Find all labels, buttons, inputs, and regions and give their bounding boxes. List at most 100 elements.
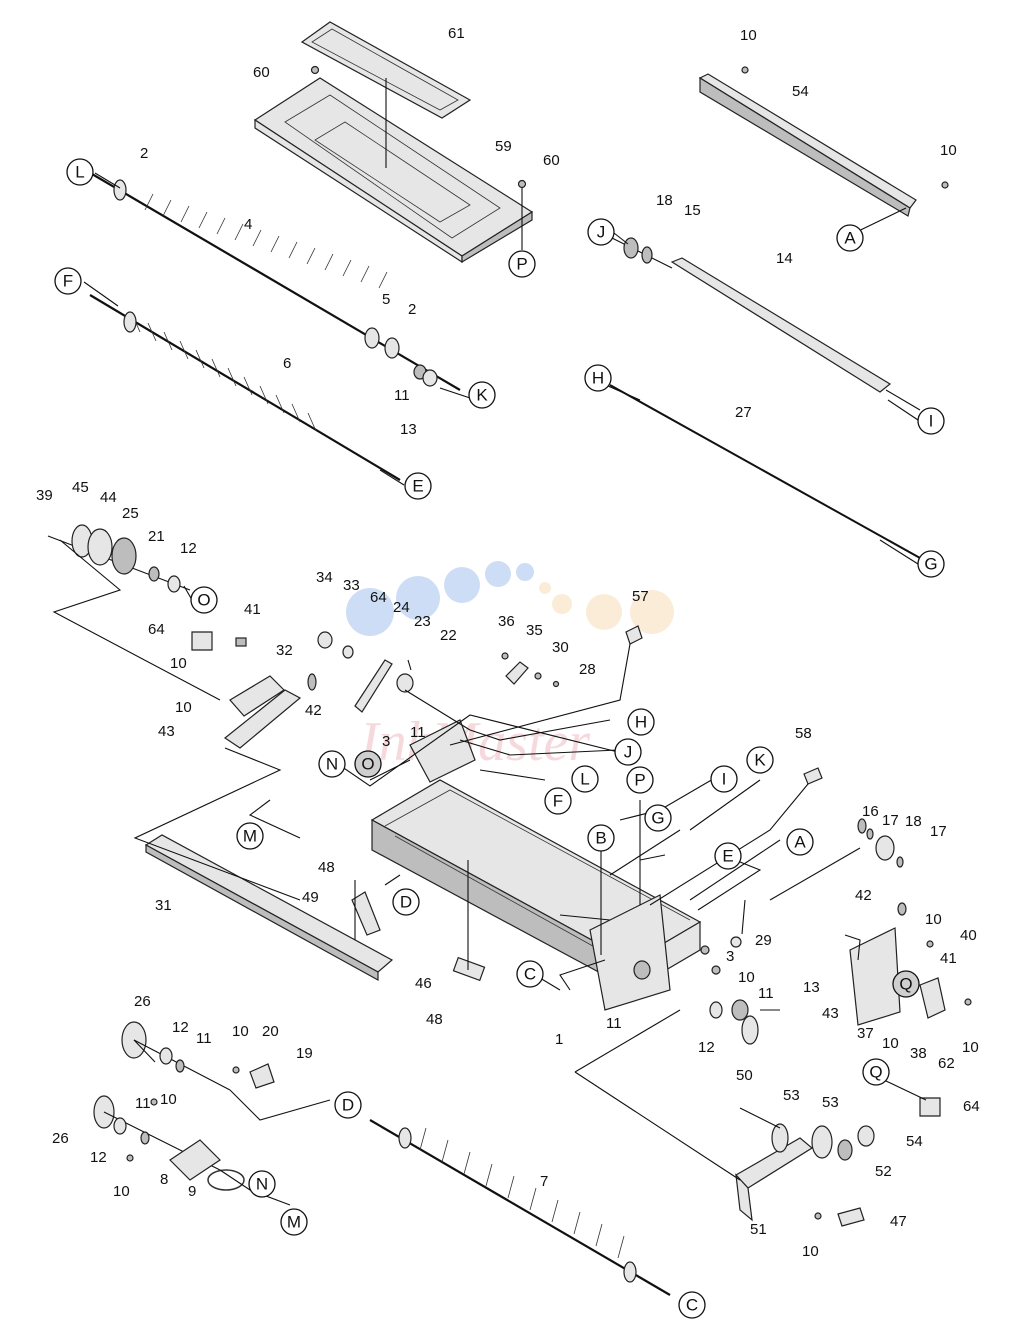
label-14: 14 <box>776 250 793 267</box>
label-27: 27 <box>735 404 752 421</box>
label-10-l1: 10 <box>170 655 187 672</box>
rail-56 <box>698 66 949 217</box>
svg-text:L: L <box>75 163 84 182</box>
label-57: 58 <box>795 725 812 742</box>
watermark-text: InkMaster <box>359 711 590 773</box>
callout-N-lower: N <box>248 1170 276 1198</box>
label-5: 5 <box>382 291 390 308</box>
label-13-b: 13 <box>803 979 820 996</box>
label-31: 31 <box>155 897 172 914</box>
label-19: 19 <box>296 1045 313 1062</box>
label-36: 36 <box>498 613 515 630</box>
label-41-left: 41 <box>244 601 261 618</box>
svg-text:N: N <box>256 1175 268 1194</box>
label-24: 24 <box>393 599 410 616</box>
svg-text:M: M <box>243 827 257 846</box>
label-40: 40 <box>960 927 977 944</box>
label-12-top: 12 <box>180 540 197 557</box>
label-22: 22 <box>440 627 457 644</box>
label-45: 45 <box>72 479 89 496</box>
callout-H-top: H <box>584 364 612 392</box>
label-10-r4: 10 <box>962 1039 979 1056</box>
svg-text:H: H <box>592 369 604 388</box>
label-28: 28 <box>579 661 596 678</box>
label-53-a: 53 <box>783 1087 800 1104</box>
label-10-b4: 10 <box>802 1243 819 1260</box>
callout-Q-mid: Q <box>892 970 920 998</box>
label-61: 61 <box>448 25 465 42</box>
label-6: 6 <box>283 355 291 372</box>
callout-L-top: L <box>66 158 94 186</box>
label-53-b: 53 <box>822 1094 839 1111</box>
label-12-b1: 12 <box>172 1019 189 1036</box>
label-10-r2: 10 <box>738 969 755 986</box>
callout-P-top: P <box>508 250 536 278</box>
label-10-r1: 10 <box>925 911 942 928</box>
callout-E-top: E <box>404 472 432 500</box>
callout-D-lower: D <box>334 1091 362 1119</box>
callout-K-mid: K <box>746 746 774 774</box>
label-20: 20 <box>262 1023 279 1040</box>
callout-G-top: G <box>917 550 945 578</box>
bracket-32 <box>191 631 317 749</box>
label-48-top: 48 <box>318 859 335 876</box>
label-42-left: 42 <box>305 702 322 719</box>
label-37: 37 <box>857 1025 874 1042</box>
svg-text:D: D <box>342 1096 354 1115</box>
svg-text:G: G <box>651 809 664 828</box>
svg-text:L: L <box>580 770 589 789</box>
callout-I-mid: I <box>710 765 738 793</box>
callout-E-mid: E <box>714 842 742 870</box>
callout-J-top: J <box>587 218 615 246</box>
left-gear-stack <box>47 524 191 593</box>
svg-text:M: M <box>287 1213 301 1232</box>
svg-text:K: K <box>754 751 766 770</box>
svg-text:K: K <box>476 386 488 405</box>
watermark: InkMaster <box>346 561 674 773</box>
shaft-27 <box>609 384 921 559</box>
label-11-mid: 11 <box>410 724 426 741</box>
label-10-b2: 10 <box>160 1091 177 1108</box>
svg-text:P: P <box>634 771 645 790</box>
svg-text:J: J <box>624 743 633 762</box>
label-10-top: 10 <box>740 27 757 44</box>
callout-F-top: F <box>54 267 82 295</box>
callout-P-mid: P <box>626 766 654 794</box>
label-11-b: 11 <box>758 985 774 1002</box>
label-62: 62 <box>938 1055 955 1072</box>
label-15: 15 <box>684 202 701 219</box>
svg-text:O: O <box>361 755 374 774</box>
callout-L-mid: L <box>571 765 599 793</box>
label-63: 64 <box>370 589 387 606</box>
callout-Q-lower: Q <box>862 1058 890 1086</box>
label-10-right: 10 <box>940 142 957 159</box>
right-bracket <box>849 818 972 1026</box>
label-29: 29 <box>755 932 772 949</box>
callout-B-mid: B <box>587 824 615 852</box>
gasket-61 <box>300 21 472 119</box>
label-49: 49 <box>302 889 319 906</box>
label-17-a: 17 <box>882 812 899 829</box>
label-11-c: 11 <box>606 1015 622 1032</box>
callout-F-mid: F <box>544 787 572 815</box>
shaft-6 <box>89 294 401 481</box>
callout-K-top: K <box>468 381 496 409</box>
label-2-top: 2 <box>140 145 148 162</box>
svg-text:G: G <box>924 555 937 574</box>
svg-text:O: O <box>197 591 210 610</box>
label-10-b3: 10 <box>113 1183 130 1200</box>
label-10-b1: 10 <box>232 1023 249 1040</box>
label-43-left: 43 <box>158 723 175 740</box>
label-21: 21 <box>148 528 165 545</box>
label-26-b: 26 <box>52 1130 69 1147</box>
label-26-a: 26 <box>134 993 151 1010</box>
label-11-e: 11 <box>135 1095 151 1112</box>
label-30: 30 <box>552 639 569 656</box>
label-8: 8 <box>160 1171 168 1188</box>
label-51: 51 <box>750 1221 767 1238</box>
label-16: 16 <box>862 803 879 820</box>
tray-59 <box>253 77 534 257</box>
main-frame <box>351 719 702 1011</box>
label-1: 1 <box>555 1031 563 1048</box>
